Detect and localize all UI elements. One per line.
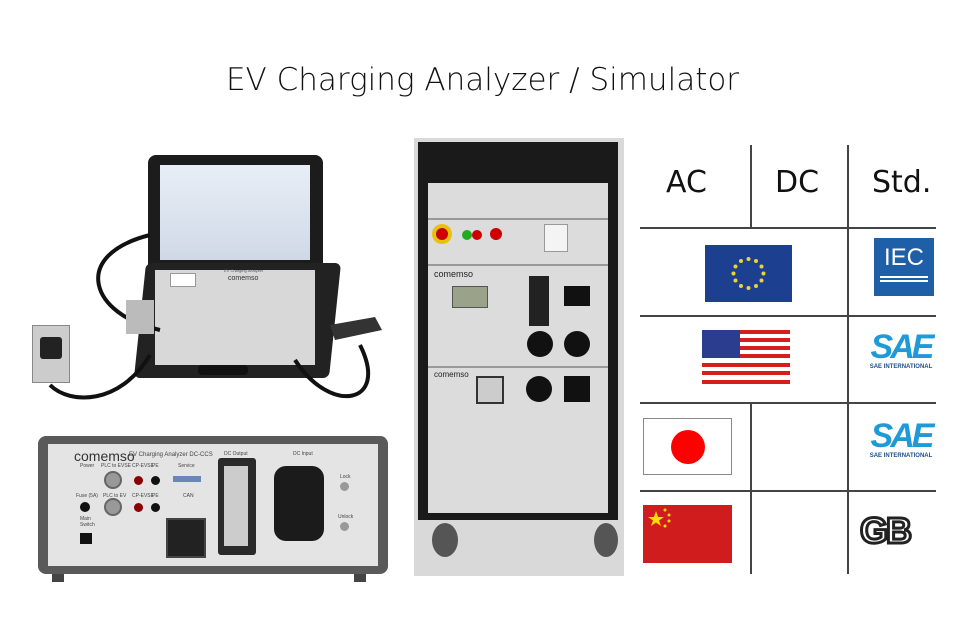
rack-brand: comemso bbox=[434, 269, 474, 279]
divider bbox=[847, 145, 849, 574]
label-cp-evse-2: CP-EVSE bbox=[132, 493, 154, 499]
divider bbox=[640, 227, 936, 229]
label-can: CAN bbox=[183, 493, 194, 499]
divider bbox=[750, 402, 752, 574]
divider bbox=[640, 490, 936, 492]
rack-brand-2: comemso bbox=[434, 370, 469, 379]
fan-grille bbox=[166, 518, 206, 558]
label-unlock: Unlock bbox=[338, 514, 354, 520]
label-plc-evse: PLC to EVSE bbox=[101, 463, 132, 469]
label-plc-ev: PLC to EV bbox=[103, 493, 127, 499]
label-dc-output: DC Output bbox=[224, 451, 248, 457]
label-lock: Lock bbox=[340, 474, 351, 480]
label-cp-evse: CP-EVSE bbox=[132, 463, 154, 469]
label-power: Power bbox=[80, 463, 95, 469]
label-dc-input: DC Input bbox=[293, 451, 313, 457]
japan-flag-icon bbox=[643, 418, 732, 475]
rack-display bbox=[452, 286, 488, 308]
label-pe: PE bbox=[152, 463, 159, 469]
eu-flag-icon bbox=[705, 245, 792, 302]
header-dc: DC bbox=[775, 165, 820, 200]
china-flag-icon bbox=[643, 505, 732, 563]
header-std: Std. bbox=[872, 165, 932, 200]
ccs-inlet bbox=[274, 466, 324, 541]
portable-model: EV Charging Analyzer bbox=[224, 268, 264, 273]
us-flag-icon bbox=[702, 330, 790, 384]
bench-brand: comemso bbox=[74, 448, 135, 464]
gb-logo-icon: GB bbox=[859, 509, 914, 553]
bench-model: EV Charging Analyzer DC-CCS bbox=[129, 452, 213, 458]
divider bbox=[640, 315, 936, 317]
header-ac: AC bbox=[666, 165, 707, 200]
label-service: Service bbox=[178, 463, 195, 469]
laptop-screen bbox=[160, 165, 310, 260]
label-pe-2: PE bbox=[152, 493, 159, 499]
sae-logo-icon: SAE SAE INTERNATIONAL bbox=[869, 328, 935, 370]
divider bbox=[750, 145, 752, 227]
bench-analyzer-photo: comemso EV Charging Analyzer DC-CCS Powe… bbox=[38, 436, 388, 584]
portable-brand: comemso bbox=[228, 275, 259, 282]
iec-logo-icon: IEC bbox=[874, 238, 934, 296]
divider bbox=[640, 402, 936, 404]
label-fuse: Fuse (5A) bbox=[76, 493, 98, 499]
rack-simulator-photo: comemso comemso bbox=[414, 138, 624, 576]
portable-analyzer-photo: comemso EV Charging Analyzer bbox=[30, 155, 400, 415]
label-main-switch: Main Switch bbox=[80, 516, 95, 528]
slide-title: EV Charging Analyzer / Simulator bbox=[225, 62, 740, 98]
charging-cables bbox=[48, 233, 382, 400]
sae-logo-icon: SAE SAE INTERNATIONAL bbox=[869, 417, 935, 459]
